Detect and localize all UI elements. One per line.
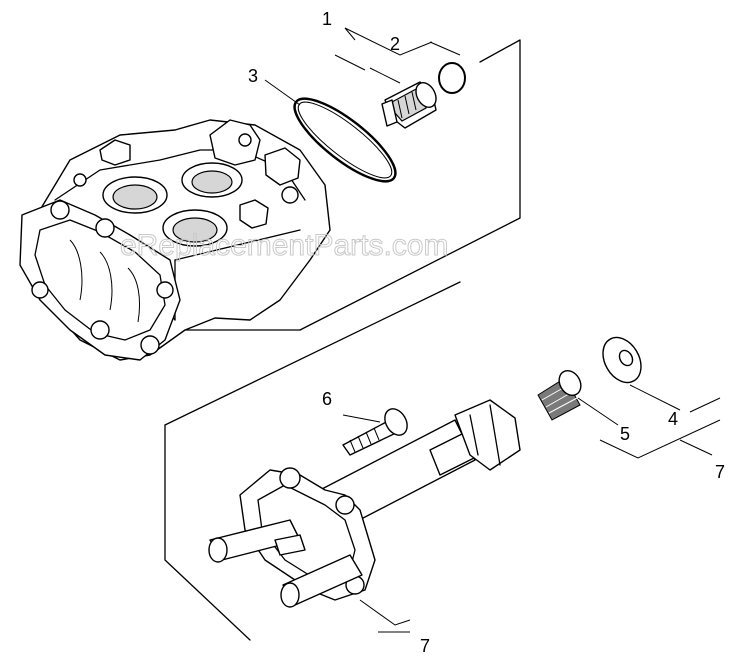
callout-7-bottom: 7	[420, 636, 430, 656]
callout-1: 1	[322, 9, 332, 29]
leader-3	[264, 79, 301, 106]
upper-group-frame	[179, 39, 521, 331]
part-5-filter	[537, 369, 619, 426]
leader-4	[629, 384, 681, 411]
part-4-washer	[602, 336, 681, 411]
watermark-text: eReplacementParts.com	[120, 229, 448, 262]
outlet-injector-assembly	[208, 399, 521, 608]
part-6-screw	[342, 408, 408, 456]
callout-5: 5	[620, 424, 630, 444]
part-2-small-o-ring	[438, 62, 466, 94]
callout-2: 2	[390, 34, 400, 54]
callout-bracket-4-5-7	[599, 397, 721, 459]
callout-6: 6	[322, 389, 332, 409]
part-1-valve-assembly	[381, 81, 437, 129]
lower-group-frame	[164, 281, 461, 641]
leader-1	[344, 27, 356, 41]
pump-head-manifold	[19, 119, 331, 361]
callout-bracket-7-bottom	[359, 599, 411, 633]
callout-bracket-1-2	[334, 27, 461, 84]
callout-7-right: 7	[715, 462, 725, 482]
callout-4: 4	[668, 409, 678, 429]
leader-5	[577, 397, 619, 426]
callout-3: 3	[248, 66, 258, 86]
leader-6	[342, 414, 381, 423]
